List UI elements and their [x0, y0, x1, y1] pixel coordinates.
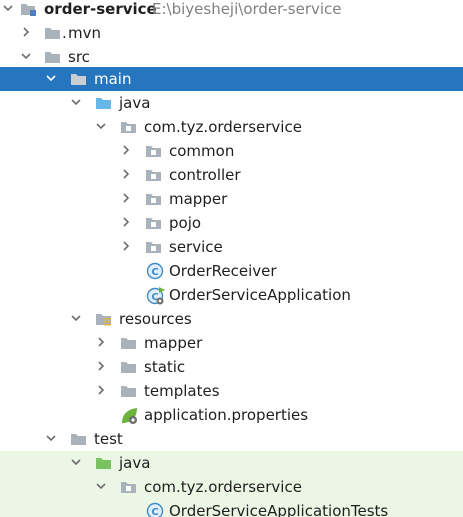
module-folder-icon: [20, 0, 38, 21]
folder-label-mvn: mvn: [68, 24, 101, 42]
chevron-right-icon[interactable]: [94, 331, 108, 355]
package-label: com.tyz.orderservice: [144, 118, 302, 136]
svg-text:C: C: [151, 507, 158, 517]
package-icon: [145, 211, 163, 235]
folder-label-test-java: java: [119, 454, 151, 472]
tree-row-root[interactable]: order-service E:\biyesheji\order-service: [0, 0, 463, 21]
svg-text:C: C: [151, 267, 158, 278]
test-class-label: OrderServiceApplicationTests: [169, 502, 389, 517]
tree-row-resources-templates[interactable]: templates: [0, 379, 463, 403]
folder-label-templates: templates: [144, 382, 220, 400]
chevron-right-icon[interactable]: [119, 211, 133, 235]
tree-row-package-controller[interactable]: controller: [0, 163, 463, 187]
folder-icon: [44, 45, 62, 69]
folder-label-resources: resources: [119, 310, 192, 328]
folder-label-mapper: mapper: [144, 334, 203, 352]
folder-label-static: static: [144, 358, 186, 376]
folder-icon: [120, 331, 138, 355]
file-label-application-properties: application.properties: [144, 406, 309, 424]
chevron-down-icon[interactable]: [19, 45, 33, 69]
tree-row-main[interactable]: main: [0, 67, 463, 91]
tree-row-test-package[interactable]: com.tyz.orderservice: [0, 475, 463, 499]
resources-root-folder-icon: [95, 307, 113, 331]
chevron-down-icon[interactable]: [94, 115, 108, 139]
chevron-down-icon[interactable]: [44, 67, 58, 91]
chevron-down-icon[interactable]: [69, 451, 83, 475]
chevron-right-icon[interactable]: [94, 355, 108, 379]
package-label-controller: controller: [169, 166, 241, 184]
package-icon: [120, 475, 138, 499]
chevron-down-icon[interactable]: [69, 307, 83, 331]
tree-row-mvn[interactable]: . mvn: [0, 21, 463, 45]
package-label-pojo: pojo: [169, 214, 202, 232]
class-label-order-receiver: OrderReceiver: [169, 262, 277, 280]
chevron-right-icon[interactable]: [19, 21, 33, 45]
folder-icon: [70, 427, 88, 451]
folder-label-java: java: [119, 94, 151, 112]
chevron-right-icon[interactable]: [119, 235, 133, 259]
tree-row-main-java[interactable]: java: [0, 91, 463, 115]
folder-icon: [44, 21, 62, 45]
spring-boot-application-icon: C: [146, 283, 165, 307]
chevron-right-icon[interactable]: [119, 163, 133, 187]
chevron-right-icon[interactable]: [119, 187, 133, 211]
tree-row-src[interactable]: src: [0, 45, 463, 69]
root-module-name: order-service: [44, 0, 157, 18]
test-package-label: com.tyz.orderservice: [144, 478, 302, 496]
package-label-mapper: mapper: [169, 190, 228, 208]
chevron-down-icon[interactable]: [1, 0, 15, 21]
folder-label-test: test: [94, 430, 123, 448]
class-label-order-service-application: OrderServiceApplication: [169, 286, 351, 304]
tree-row-test-class[interactable]: C OrderServiceApplicationTests: [0, 499, 463, 517]
package-icon: [145, 139, 163, 163]
tree-row-application-properties[interactable]: application.properties: [0, 403, 463, 427]
tree-row-test-java[interactable]: java: [0, 451, 463, 475]
package-icon: [145, 187, 163, 211]
folder-icon: [120, 355, 138, 379]
source-root-folder-icon: [95, 91, 113, 115]
tree-row-resources[interactable]: resources: [0, 307, 463, 331]
svg-text:C: C: [151, 292, 158, 303]
tree-row-main-package[interactable]: com.tyz.orderservice: [0, 115, 463, 139]
tree-row-package-mapper[interactable]: mapper: [0, 187, 463, 211]
folder-icon: [70, 67, 88, 91]
java-class-icon: C: [146, 259, 164, 283]
folder-label-src: src: [68, 48, 90, 66]
tree-row-package-common[interactable]: common: [0, 139, 463, 163]
package-icon: [120, 115, 138, 139]
folder-icon: [120, 379, 138, 403]
tree-row-class-order-service-application[interactable]: C OrderServiceApplication: [0, 283, 463, 307]
tree-row-package-service[interactable]: service: [0, 235, 463, 259]
chevron-down-icon[interactable]: [44, 427, 58, 451]
chevron-down-icon[interactable]: [69, 91, 83, 115]
package-icon: [145, 163, 163, 187]
folder-label-main: main: [94, 70, 132, 88]
chevron-right-icon[interactable]: [94, 379, 108, 403]
chevron-down-icon[interactable]: [94, 475, 108, 499]
tree-row-test[interactable]: test: [0, 427, 463, 451]
root-module-path: E:\biyesheji\order-service: [152, 0, 342, 18]
tree-row-class-order-receiver[interactable]: C OrderReceiver: [0, 259, 463, 283]
test-root-folder-icon: [95, 451, 113, 475]
tree-row-resources-mapper[interactable]: mapper: [0, 331, 463, 355]
package-icon: [145, 235, 163, 259]
java-class-icon: C: [146, 499, 164, 517]
package-label-service: service: [169, 238, 223, 256]
package-label-common: common: [169, 142, 235, 160]
chevron-right-icon[interactable]: [119, 139, 133, 163]
tree-row-package-pojo[interactable]: pojo: [0, 211, 463, 235]
spring-properties-file-icon: [120, 403, 138, 427]
tree-row-resources-static[interactable]: static: [0, 355, 463, 379]
